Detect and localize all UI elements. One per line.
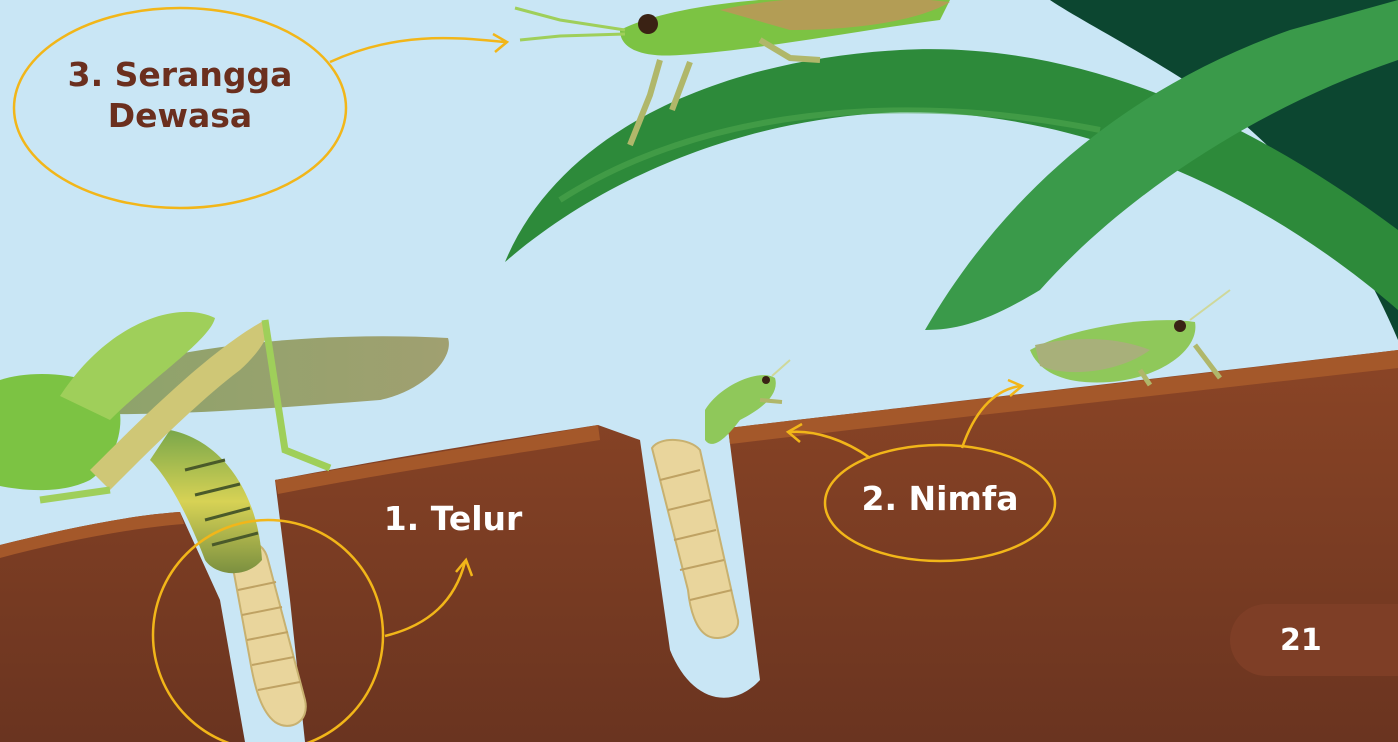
page-number-badge: 21 (1230, 604, 1398, 676)
stage-1-egg-label: 1. Telur (378, 498, 528, 539)
stage-3-label-line-2: Dewasa (20, 95, 340, 136)
page-number: 21 (1280, 623, 1322, 658)
stage-2-nymph-label: 2. Nimfa (830, 478, 1050, 519)
stage-3-adult-label: 3. Serangga Dewasa (20, 54, 340, 137)
stage-3-label-line-1: 3. Serangga (20, 54, 340, 95)
